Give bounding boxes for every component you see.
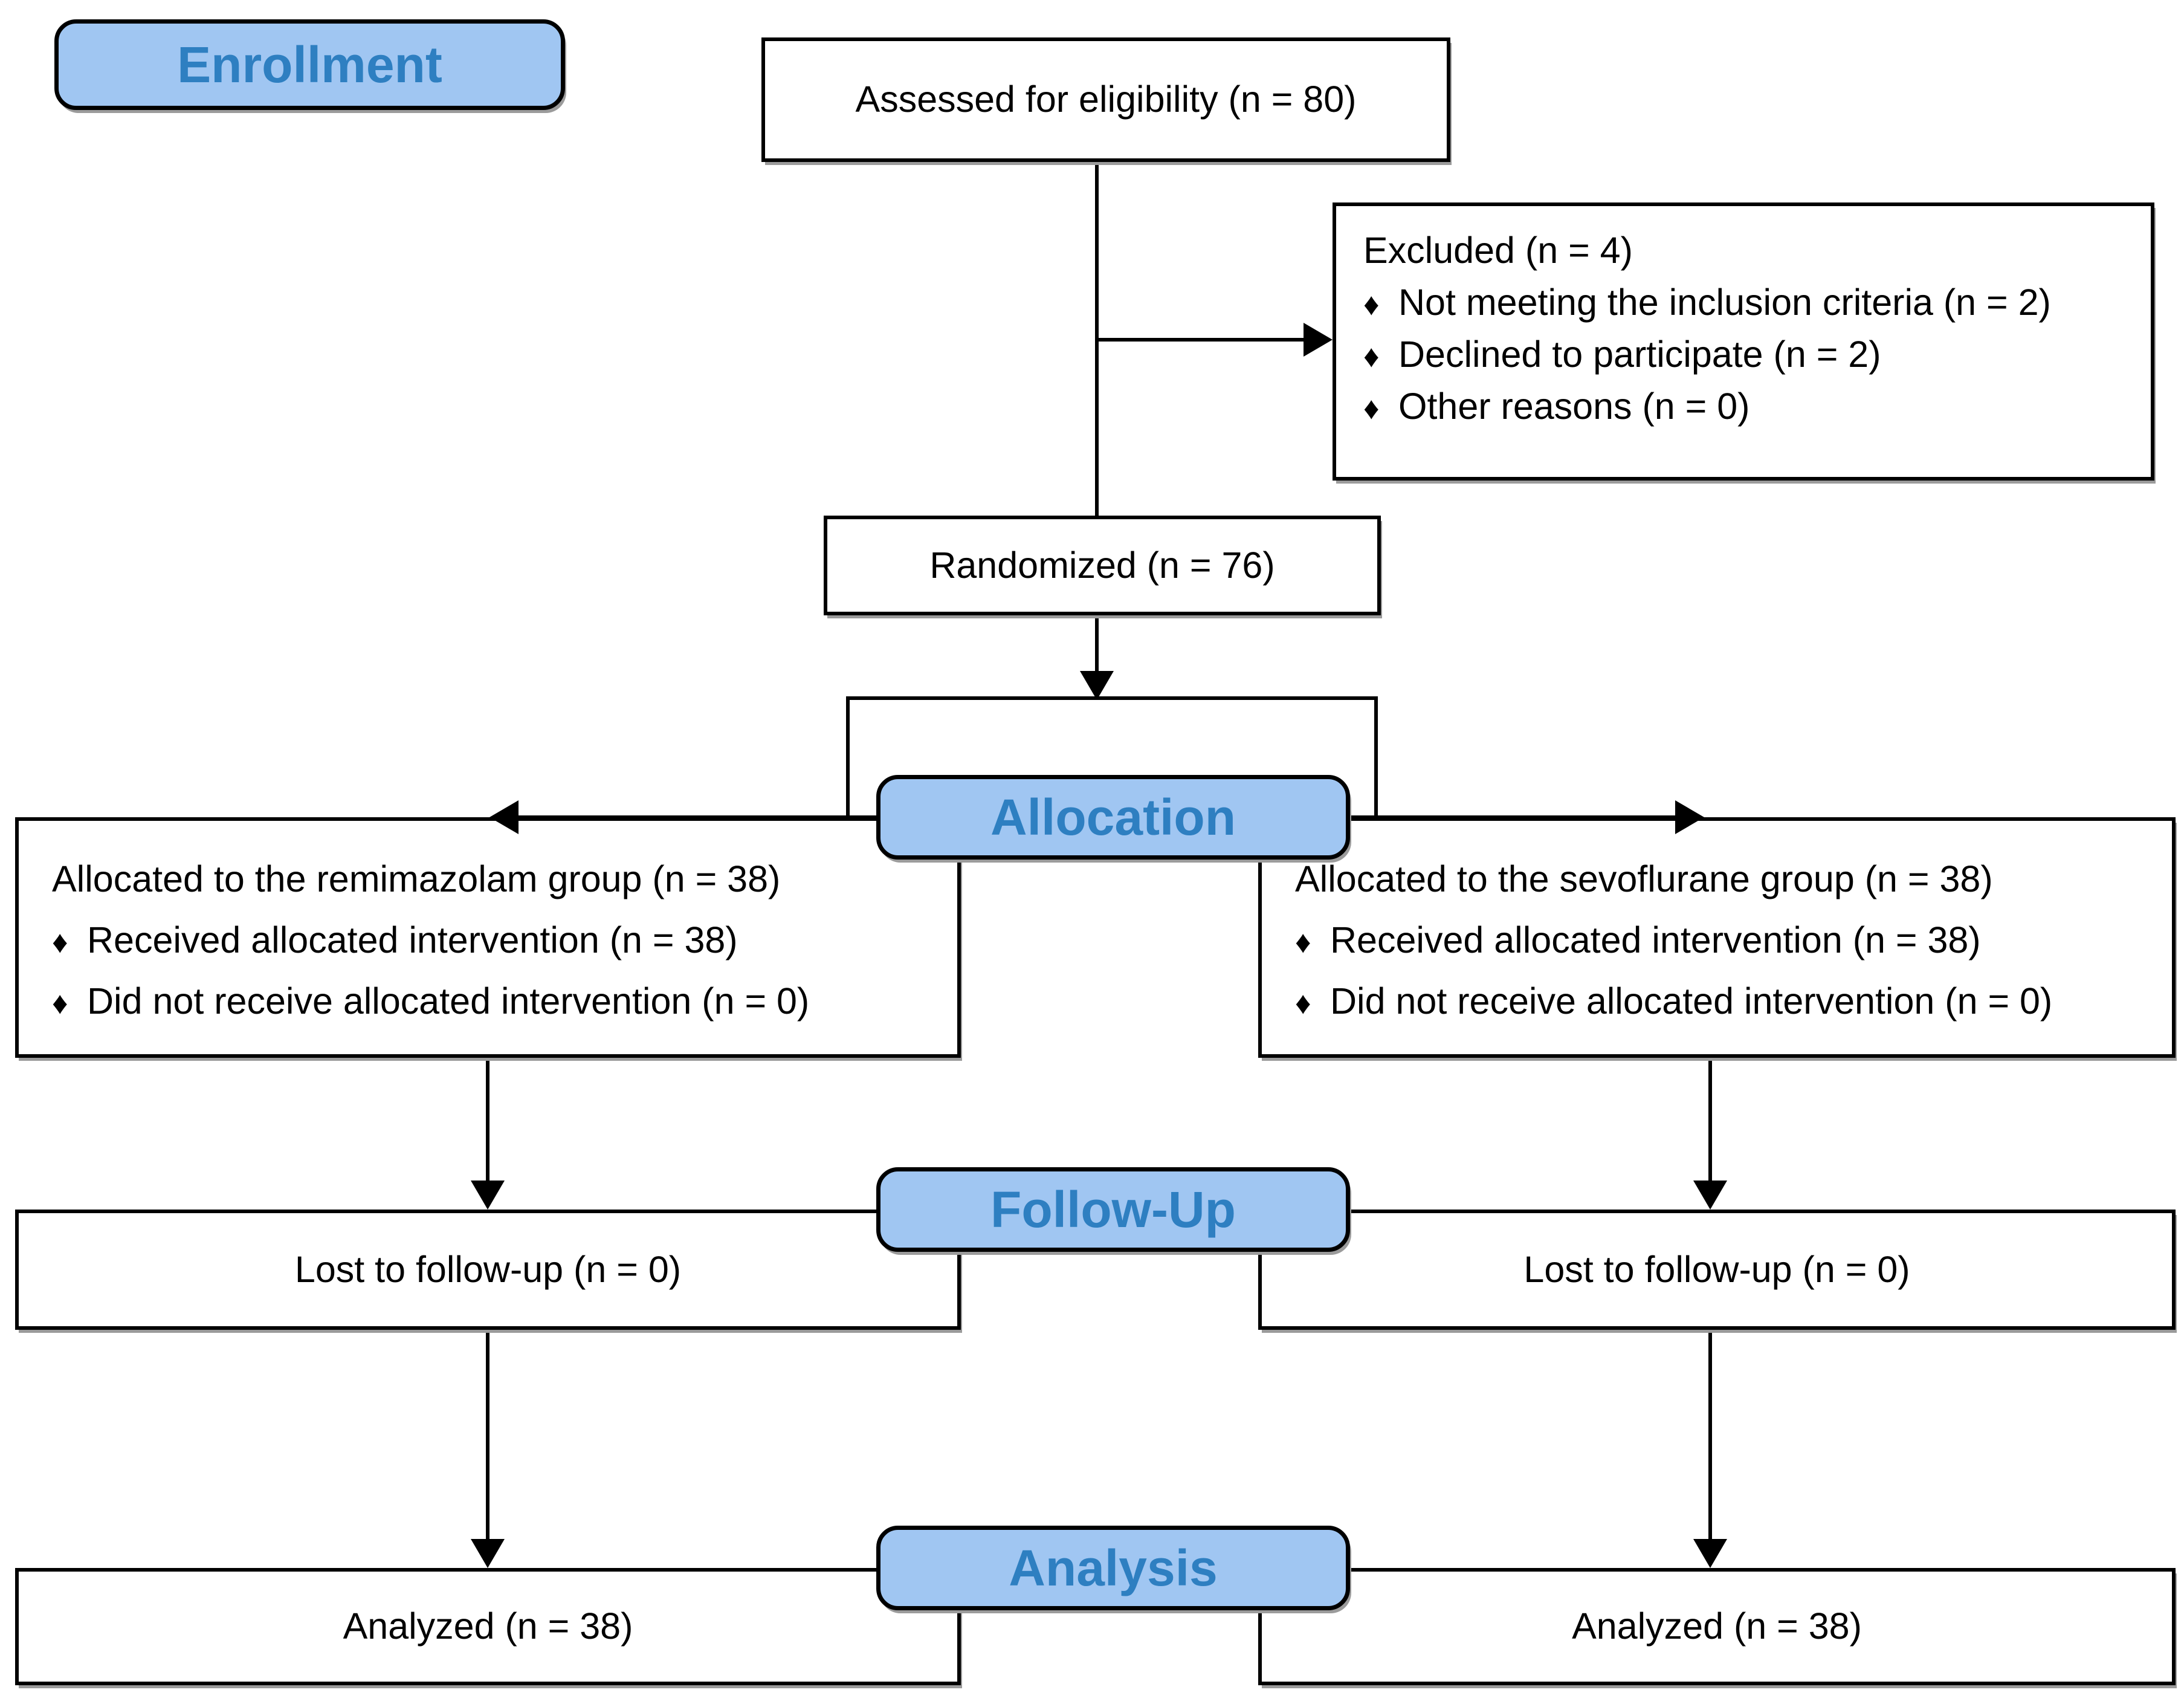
arrowhead-down-split-icon xyxy=(1080,671,1114,700)
diamond-bullet-icon: ♦ xyxy=(1295,925,1311,960)
flow-line-followup-to-analysis-left xyxy=(486,1330,489,1539)
box-analyzed-left: Analyzed (n = 38) xyxy=(15,1568,961,1685)
arrowhead-right-excluded-icon xyxy=(1304,323,1333,357)
flow-line-followup-to-analysis-right xyxy=(1708,1330,1712,1539)
box-title: Allocated to the remimazolam group (n = … xyxy=(52,858,781,899)
box-excluded: Excluded (n = 4) ♦ Not meeting the inclu… xyxy=(1333,202,2154,481)
box-allocated-remimazolam: Allocated to the remimazolam group (n = … xyxy=(15,817,961,1058)
box-text: Analyzed (n = 38) xyxy=(1572,1605,1862,1647)
bullet-line: ♦ Received allocated intervention (n = 3… xyxy=(52,910,939,971)
diamond-bullet-icon: ♦ xyxy=(1363,391,1380,426)
box-allocated-sevoflurane: Allocated to the sevoflurane group (n = … xyxy=(1258,817,2176,1058)
diamond-bullet-icon: ♦ xyxy=(1295,986,1311,1021)
bullet-line: ♦ Did not receive allocated intervention… xyxy=(52,971,939,1032)
box-title: Excluded (n = 4) xyxy=(1363,230,1633,271)
diamond-bullet-icon: ♦ xyxy=(52,986,68,1021)
box-text: Lost to follow-up (n = 0) xyxy=(1523,1248,1910,1290)
stage-badge-label: Allocation xyxy=(990,788,1236,846)
box-text: Analyzed (n = 38) xyxy=(343,1605,633,1647)
diamond-bullet-icon: ♦ xyxy=(1363,287,1380,322)
flow-line-alloc-to-followup-right xyxy=(1708,1058,1712,1181)
stage-badge-label: Enrollment xyxy=(177,36,442,93)
box-assessed-eligibility: Assessed for eligibility (n = 80) xyxy=(761,37,1450,162)
arrowhead-down-analysis-right-icon xyxy=(1693,1539,1727,1568)
box-lost-followup-left: Lost to follow-up (n = 0) xyxy=(15,1210,961,1330)
arrowhead-left-allocation-icon xyxy=(489,800,519,834)
box-title: Allocated to the sevoflurane group (n = … xyxy=(1295,858,1993,899)
bullet-line: ♦ Declined to participate (n = 2) xyxy=(1363,328,2133,380)
flow-line-alloc-to-followup-left xyxy=(486,1058,489,1181)
stage-badge-enrollment: Enrollment xyxy=(54,19,565,110)
arrowhead-down-followup-right-icon xyxy=(1693,1181,1727,1210)
flow-line-split-left xyxy=(846,696,850,821)
box-randomized: Randomized (n = 76) xyxy=(824,516,1381,615)
diamond-bullet-icon: ♦ xyxy=(52,925,68,960)
box-lost-followup-right: Lost to follow-up (n = 0) xyxy=(1258,1210,2176,1330)
box-text: Lost to follow-up (n = 0) xyxy=(294,1248,682,1290)
stage-badge-followup: Follow-Up xyxy=(876,1167,1350,1252)
stage-badge-label: Analysis xyxy=(1009,1539,1218,1596)
stage-badge-analysis: Analysis xyxy=(876,1526,1350,1610)
box-text: Randomized (n = 76) xyxy=(929,544,1275,586)
arrowhead-down-analysis-left-icon xyxy=(471,1539,505,1568)
flow-line-to-excluded xyxy=(1097,338,1305,342)
stage-badge-label: Follow-Up xyxy=(990,1181,1236,1238)
bullet-line: ♦ Received allocated intervention (n = 3… xyxy=(1295,910,2154,971)
flow-line-randomized-to-split xyxy=(1095,615,1099,671)
bullet-line: ♦ Other reasons (n = 0) xyxy=(1363,380,2133,432)
bullet-line: ♦ Did not receive allocated intervention… xyxy=(1295,971,2154,1032)
flow-line-split-right xyxy=(1374,696,1378,821)
arrowhead-right-allocation-icon xyxy=(1675,800,1704,834)
bullet-line: ♦ Not meeting the inclusion criteria (n … xyxy=(1363,276,2133,328)
diamond-bullet-icon: ♦ xyxy=(1363,339,1380,374)
box-text: Assessed for eligibility (n = 80) xyxy=(855,79,1357,120)
arrowhead-down-followup-left-icon xyxy=(471,1181,505,1210)
stage-badge-allocation: Allocation xyxy=(876,775,1350,860)
box-analyzed-right: Analyzed (n = 38) xyxy=(1258,1568,2176,1685)
